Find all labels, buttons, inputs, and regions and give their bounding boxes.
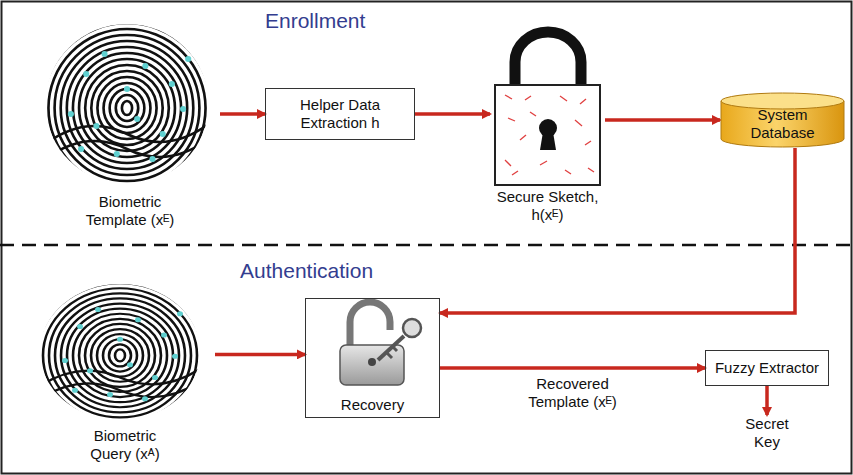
node-text: Helper Data Extraction h [272,96,408,132]
fingerprint-image [42,23,211,193]
section-heading: Enrollment [265,8,365,33]
flow-arrow [220,112,265,116]
output-text-node: Secret Key [722,415,812,451]
fingerprint-figure: Biometric Query (xᴬ) [35,285,215,463]
node-text: Fuzzy Extractor [715,359,819,377]
edge-label: Recovered Template (xᴱ) [518,375,628,411]
node-text: Secret Key [737,415,797,451]
recovery-box: Recovery [305,298,440,418]
flow-arrow [415,112,490,116]
node-text: Secure Sketch, h(xᴱ) [490,188,605,224]
section-divider [0,244,853,247]
node-text: Biometric Template (xᴱ) [70,193,190,229]
flow-arrow [440,366,705,370]
process-box: Fuzzy Extractor [705,350,829,386]
key-lock-icon [340,302,421,385]
padlock-icon [495,32,600,185]
flow-arrow [440,148,795,313]
flow-arrow [765,386,769,415]
process-box: Helper Data Extraction h [265,88,415,140]
database-cylinder: System Database [720,92,845,148]
node-text: System Database [730,106,835,142]
section-heading: Authentication [240,258,373,283]
flow-arrow [215,353,305,357]
node-text: Recovery [341,396,404,414]
flow-arrow [605,118,720,122]
node-text: Biometric Query (xᴬ) [75,427,175,463]
secure-sketch-lock: Secure Sketch, h(xᴱ) [490,40,605,224]
fingerprint-figure: Biometric Template (xᴱ) [40,25,220,229]
fingerprint-image [37,283,203,428]
